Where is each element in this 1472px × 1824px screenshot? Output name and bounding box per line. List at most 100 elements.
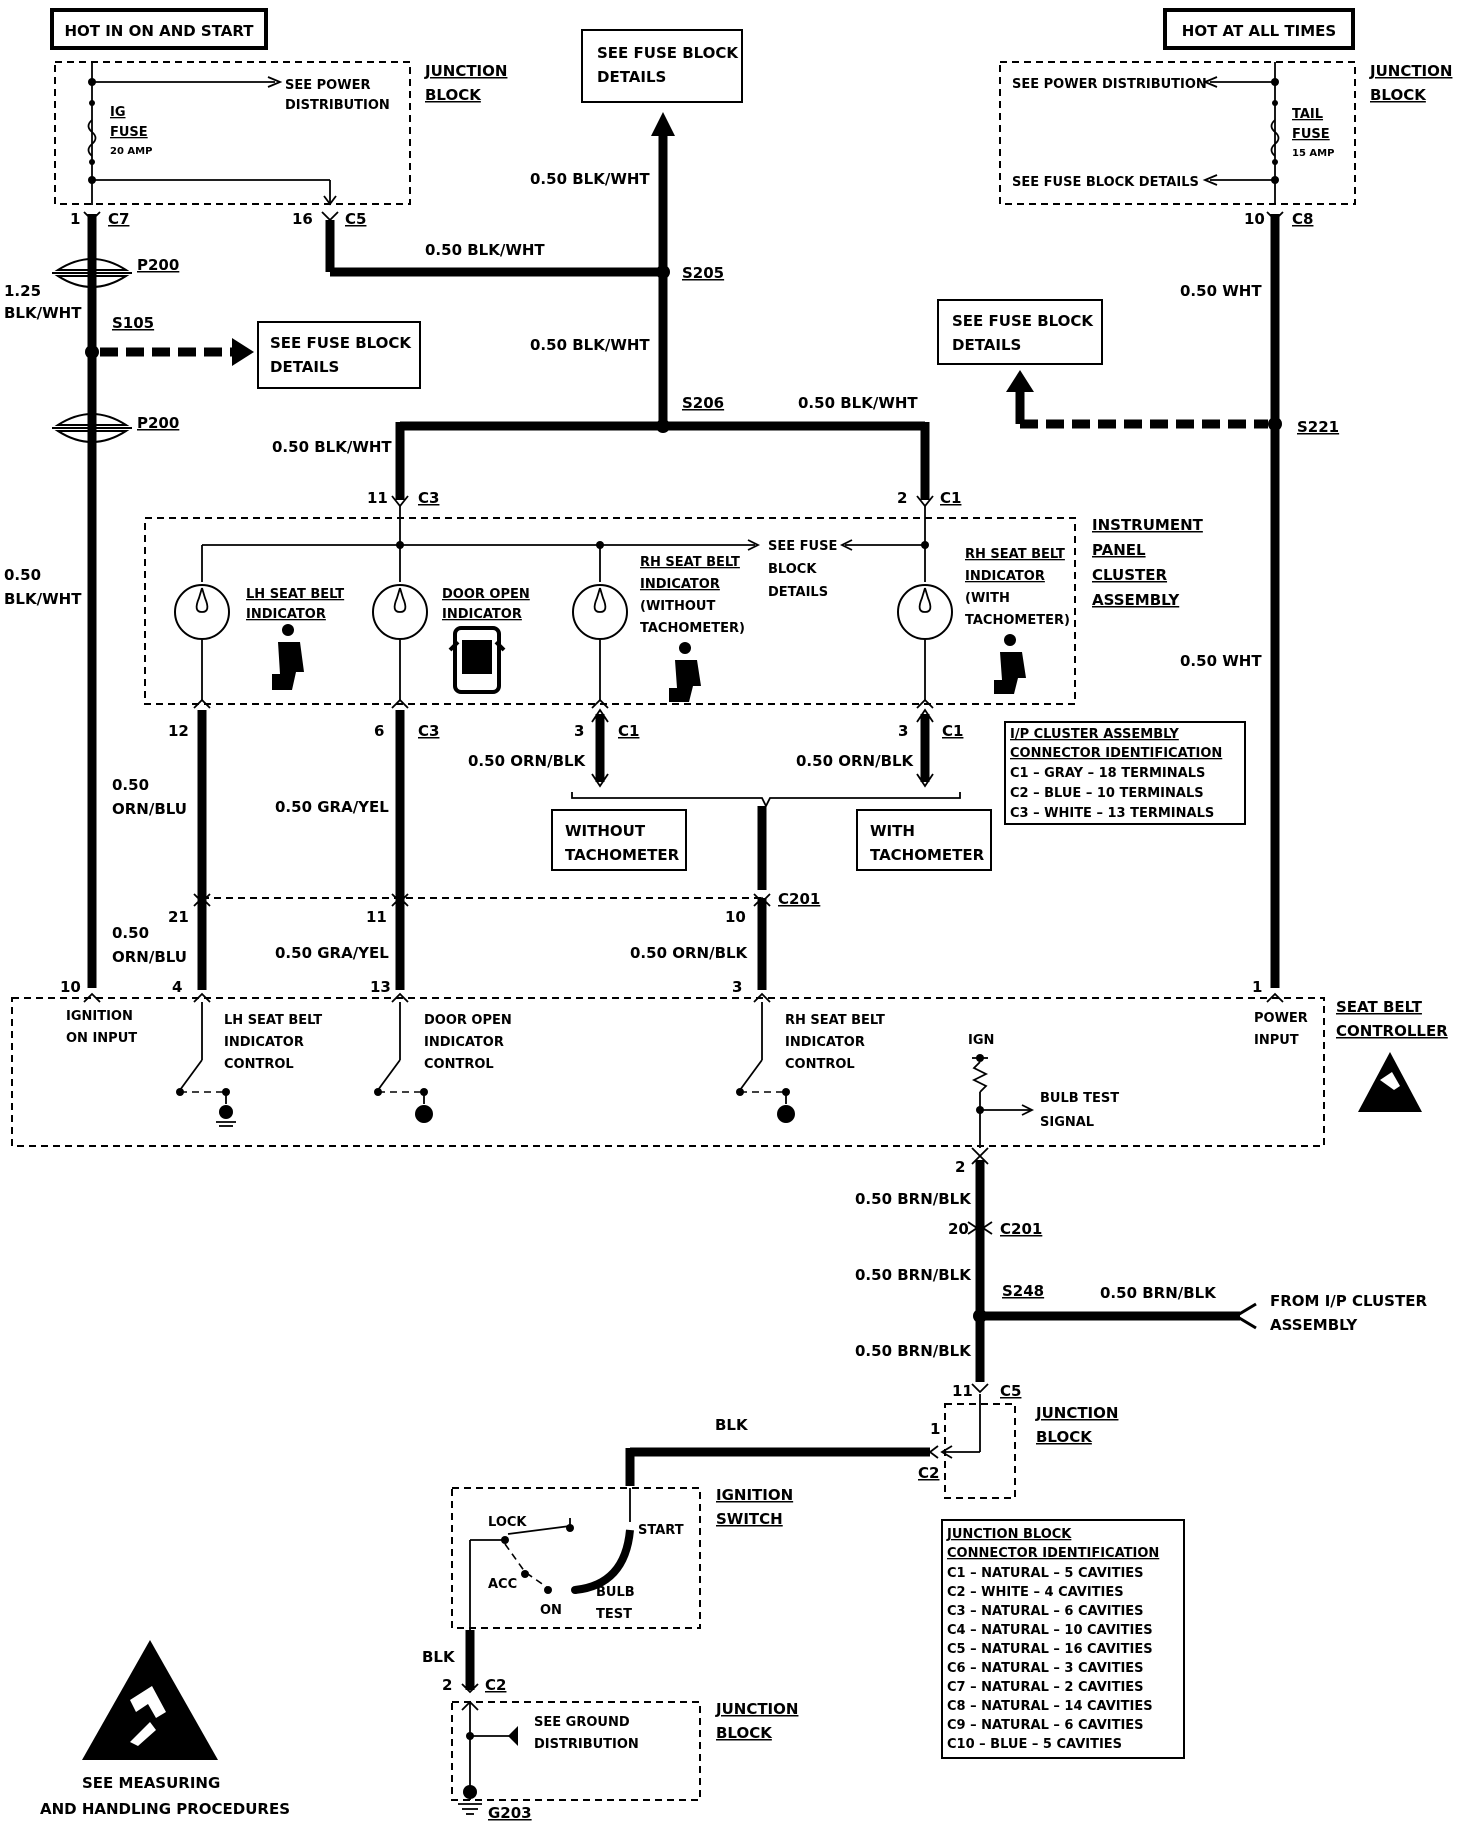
brn-blk-1: 0.50 BRN/BLK	[855, 1190, 972, 1208]
pin-2b: 2	[955, 1158, 965, 1176]
jb-right-label-1: JUNCTION	[1369, 62, 1452, 80]
seat-belt-icon	[272, 624, 304, 690]
seat-belt-controller	[11, 997, 1325, 1147]
fuse-block-box-left	[257, 321, 421, 389]
jb-bottom-2: BLOCK	[716, 1724, 773, 1742]
fuse-block-left-2: DETAILS	[270, 358, 339, 376]
tail-fuse-rating: 15 AMP	[1292, 148, 1334, 159]
jb-id-7: C6 – NATURAL – 3 CAVITIES	[947, 1661, 1144, 1676]
p200-lower: P200	[137, 414, 179, 432]
ig-fuse-1: IG	[110, 105, 126, 120]
pin-c3-11: 11	[367, 489, 388, 507]
ip-id-3: C2 – BLUE – 10 TERMINALS	[1010, 786, 1204, 801]
jb-lower-1: JUNCTION	[1035, 1404, 1118, 1422]
brn-blk-3: 0.50 BRN/BLK	[1100, 1284, 1217, 1302]
ign-acc: ACC	[488, 1577, 517, 1592]
switch-lh	[176, 1002, 236, 1127]
lh-seat-2: INDICATOR	[246, 607, 326, 622]
see-ground-1: SEE GROUND	[534, 1715, 630, 1730]
connector-c201-lower	[967, 1221, 993, 1235]
arrow-up-icon-2	[1006, 370, 1034, 392]
ign-bulb-1: BULB	[596, 1585, 635, 1600]
esd-note-2: AND HANDLING PROCEDURES	[40, 1800, 290, 1818]
rh-with-4: TACHOMETER)	[965, 613, 1070, 628]
conn-c1-bot-b: C1	[942, 722, 963, 740]
tail-see-power: SEE POWER DISTRIBUTION	[1012, 77, 1207, 92]
jb-id-2: C1 – NATURAL – 5 CAVITIES	[947, 1566, 1144, 1581]
power-input-2: INPUT	[1254, 1033, 1299, 1048]
ign-label: IGN	[968, 1033, 994, 1048]
c201-lower: C201	[1000, 1220, 1042, 1238]
connector-p200-upper	[52, 258, 132, 290]
ipc-1: INSTRUMENT	[1092, 516, 1204, 534]
pin-3a: 3	[574, 722, 584, 740]
instrument-panel-cluster	[144, 517, 1076, 705]
orn-blk-2: 0.50 ORN/BLK	[796, 752, 915, 770]
with-tach-1: WITH	[870, 822, 915, 840]
esd-note-1: SEE MEASURING	[82, 1774, 220, 1792]
rh-with-2: INDICATOR	[965, 569, 1045, 584]
bulb-rh-without	[572, 545, 628, 700]
wire-wht-1: 0.50 WHT	[1180, 282, 1262, 300]
with-tach-box	[856, 809, 992, 871]
arrow-icon	[267, 76, 283, 88]
pin-c8: 10	[1244, 210, 1265, 228]
fuse-icon-tail	[1270, 119, 1280, 157]
ign-input-2: ON INPUT	[66, 1031, 137, 1046]
conn-c3-top: C3	[418, 489, 439, 507]
rh-ctrl-2: INDICATOR	[785, 1035, 865, 1050]
with-tach-2: TACHOMETER	[870, 846, 985, 864]
orn-blk-3: 0.50 ORN/BLK	[630, 944, 749, 962]
jb-id-4: C3 – NATURAL – 6 CAVITIES	[947, 1604, 1144, 1619]
c201-top: C201	[778, 890, 820, 908]
wire-050-left-1: 0.50	[4, 566, 41, 584]
arrow-right-icon	[232, 338, 254, 366]
arrow-up-icon	[651, 112, 675, 136]
sbc-1: SEAT BELT	[1336, 998, 1423, 1016]
tail-see-fuse: SEE FUSE BLOCK DETAILS	[1012, 175, 1199, 190]
ign-sw-1: IGNITION	[716, 1486, 793, 1504]
rh-without-2: INDICATOR	[640, 577, 720, 592]
ignition-switch	[451, 1487, 701, 1629]
jb-conn-id-box	[941, 1519, 1185, 1759]
conn-c8: C8	[1292, 210, 1313, 228]
esd-icon-small	[1358, 1052, 1422, 1112]
ipc-3: CLUSTER	[1092, 566, 1167, 584]
junction-block-bottom	[451, 1701, 701, 1801]
ign-on: ON	[540, 1603, 562, 1618]
rh-with-3: (WITH	[965, 591, 1010, 606]
jb-id-0: JUNCTION BLOCK	[946, 1527, 1072, 1542]
ground-icon	[458, 1803, 482, 1815]
blk-2: BLK	[422, 1648, 456, 1666]
ipc-4: ASSEMBLY	[1092, 591, 1180, 609]
ign-sw-2: SWITCH	[716, 1510, 783, 1528]
wire-125-2: BLK/WHT	[4, 304, 82, 322]
tail-fuse-1: TAIL	[1292, 107, 1323, 122]
tach-bracket	[571, 792, 961, 809]
bulb-lh-seat	[174, 545, 230, 700]
ip-id-4: C3 – WHITE – 13 TERMINALS	[1010, 806, 1214, 821]
pin-10b: 10	[725, 908, 746, 926]
wire-050-left-2: BLK/WHT	[4, 590, 82, 608]
wire-label-d: 0.50 BLK/WHT	[798, 394, 918, 412]
ign-input-1: IGNITION	[66, 1009, 133, 1024]
power-box-all	[1163, 8, 1355, 50]
resistor-icon	[971, 1061, 989, 1093]
door-open-2: INDICATOR	[442, 607, 522, 622]
door-ctrl-3: CONTROL	[424, 1057, 494, 1072]
jb-id-11: C10 – BLUE – 5 CAVITIES	[947, 1737, 1122, 1752]
ipc-2: PANEL	[1092, 541, 1146, 559]
wire-label-b: 0.50 BLK/WHT	[425, 241, 545, 259]
orn-blk-1: 0.50 ORN/BLK	[468, 752, 587, 770]
switch-rh	[736, 1002, 795, 1123]
conn-c5: C5	[345, 210, 366, 228]
conn-c2-lower: C2	[485, 1676, 506, 1694]
wire-label-a: 0.50 BLK/WHT	[530, 170, 650, 188]
orn-blu-1a: 0.50	[112, 776, 149, 794]
car-door-icon	[448, 626, 506, 694]
wire-label-e: 0.50 BLK/WHT	[272, 438, 392, 456]
sbc-2: CONTROLLER	[1336, 1022, 1448, 1040]
pin-3c: 3	[732, 978, 742, 996]
junction-block-left	[54, 61, 411, 205]
